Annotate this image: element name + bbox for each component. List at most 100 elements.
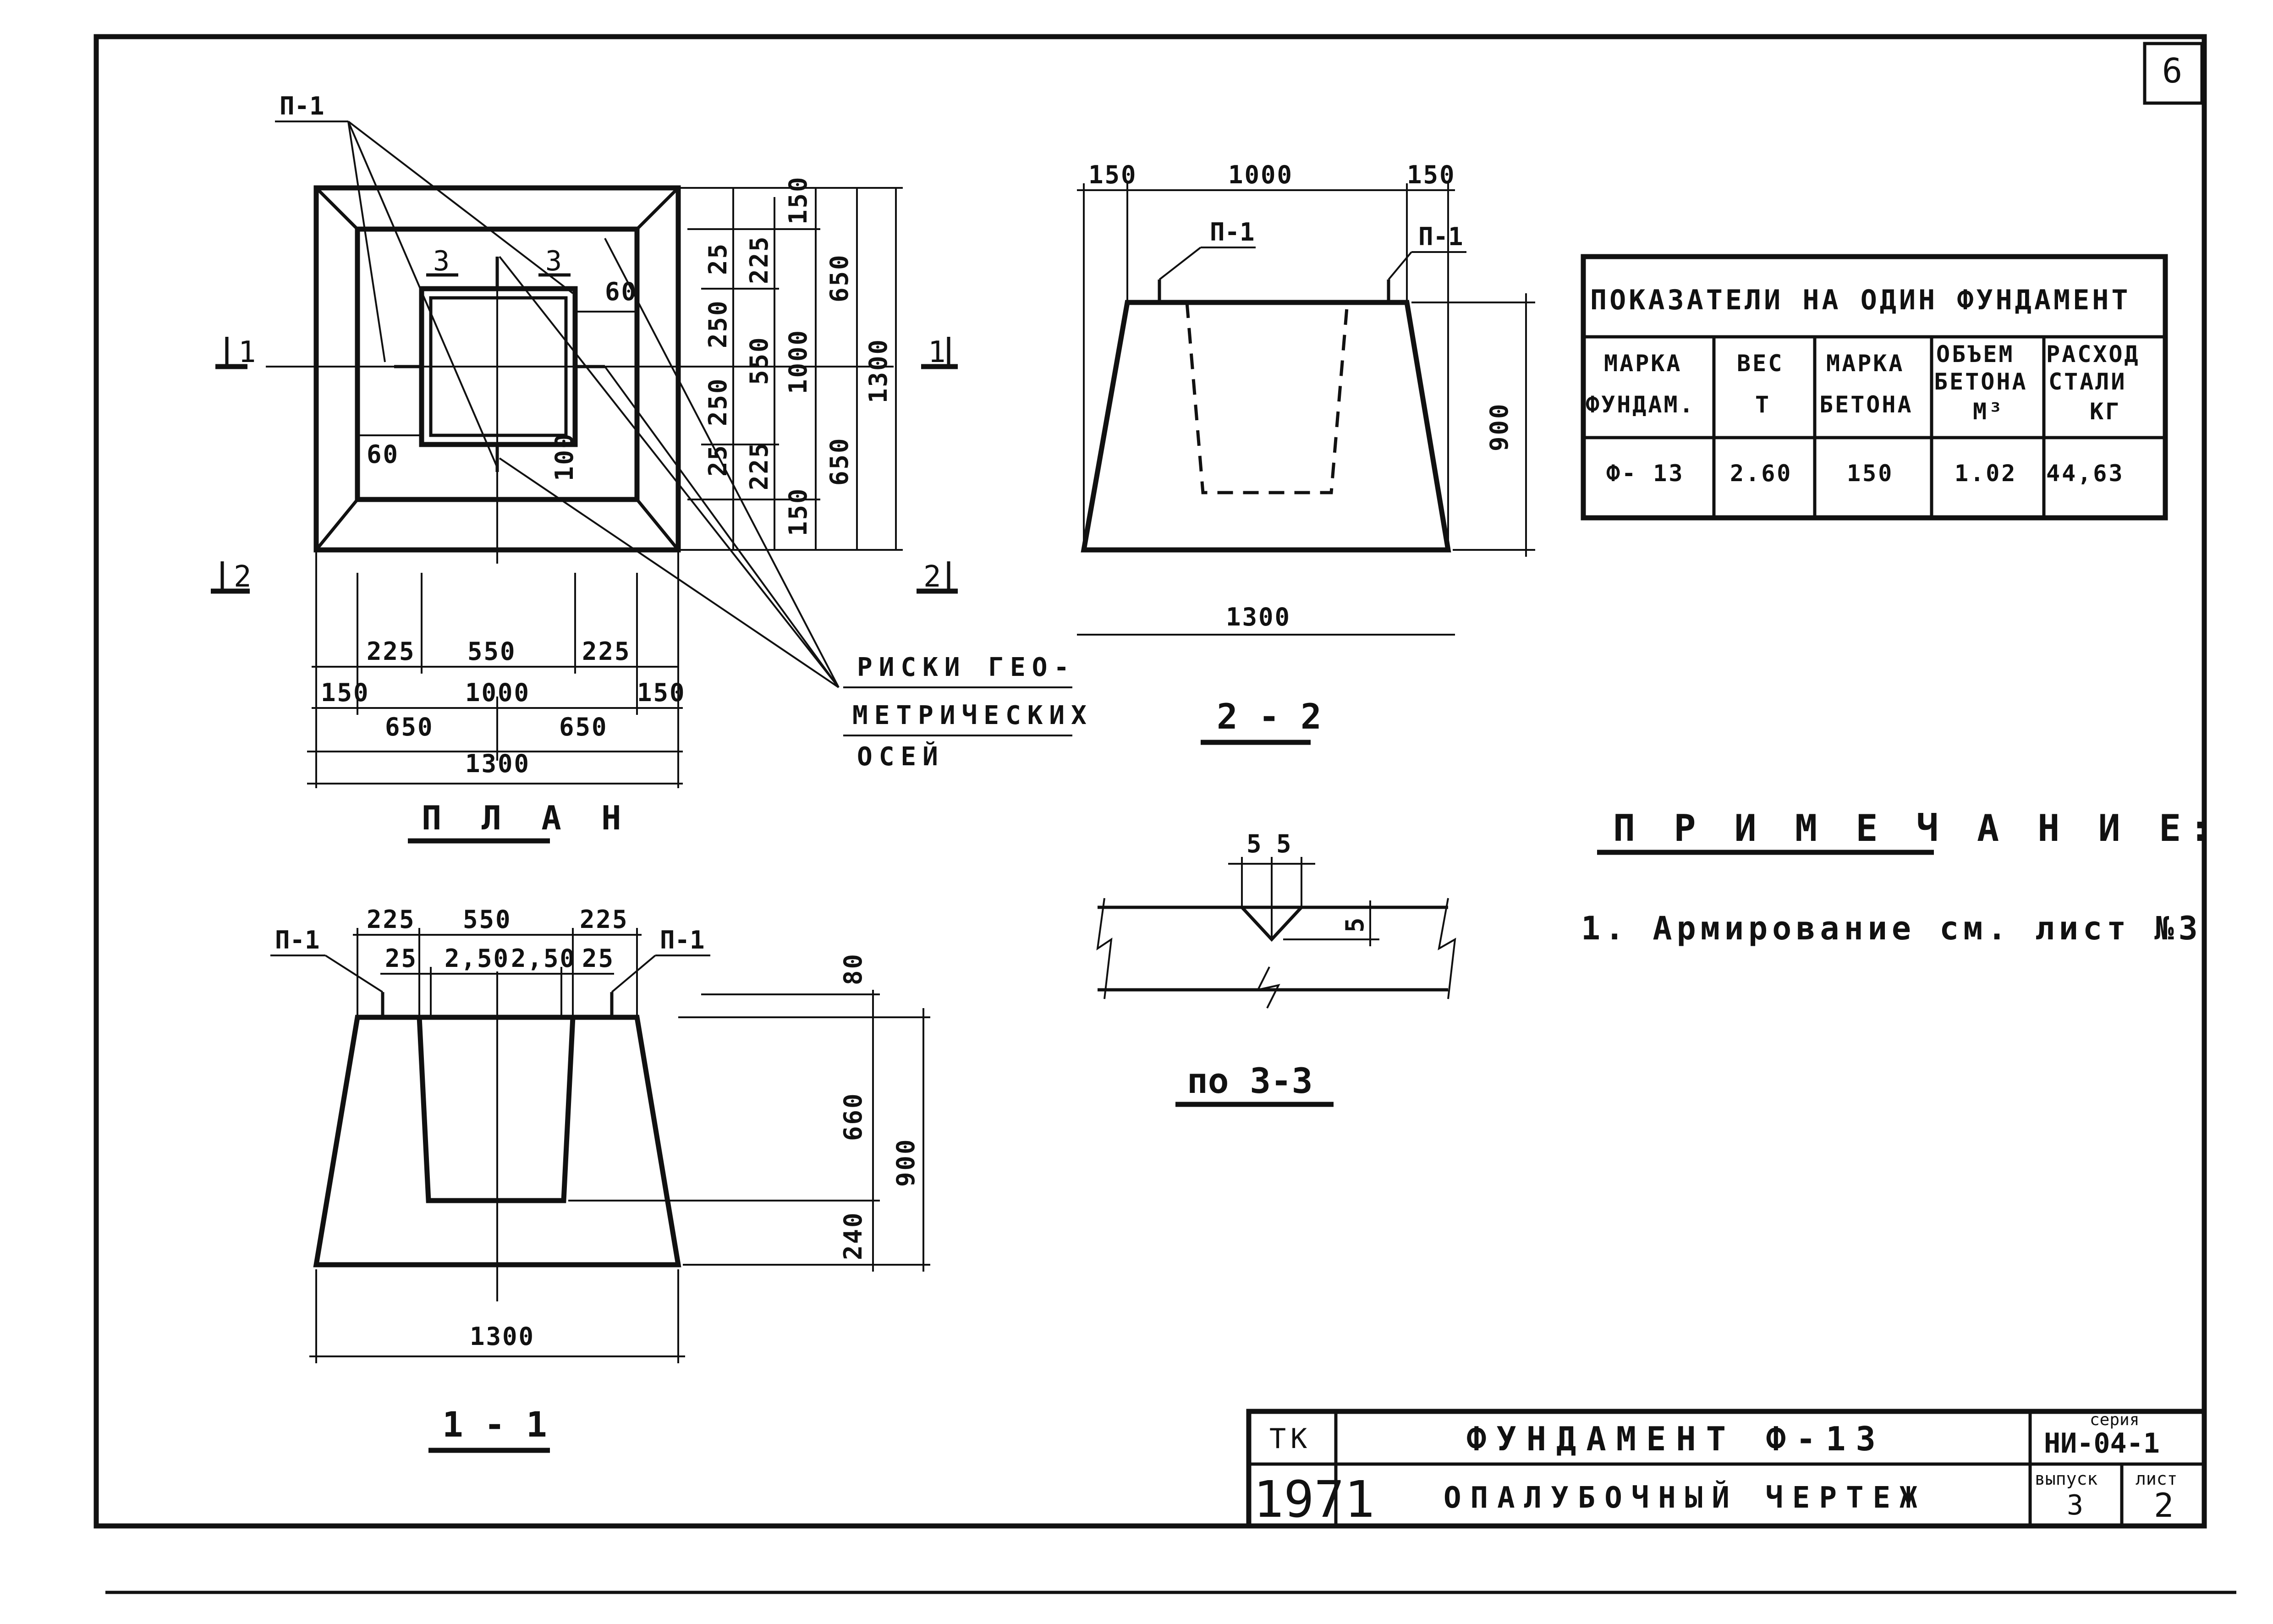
risks-note-line-3: ОСЕЙ [857,741,944,772]
section-1-1-dim-250-left: 2,50 [445,944,510,973]
risk-leader [604,238,840,688]
detail-break-left [1096,898,1113,999]
section-1-1-callout-left: П-1 [275,926,320,955]
plan-dim-225-left: 225 [367,637,416,666]
sheet-number: 6 [2162,51,2183,91]
plan-dim-650-left: 650 [385,713,434,741]
plan-dim-1000-v: 1000 [784,329,813,394]
header-volume-2: БЕТОНА [1934,368,2028,395]
title-block-drawing: ОПАЛУБОЧНЫЙ ЧЕРТЕЖ [1444,1480,1927,1515]
section-2-2-cup-hidden [1185,302,1349,494]
header-concrete-grade-2: БЕТОНА [1819,391,1913,418]
section-1-1-dim-550: 550 [463,905,512,934]
section-2-2-view: П-1 П-1 150 1000 150 900 1300 2 - 2 [1077,160,1535,745]
plan-dim-150-left: 150 [321,678,370,707]
header-mark-1: МАРКА [1604,350,1682,377]
risks-note-line-1: РИСКИ ГЕО- [857,653,1076,682]
plan-corner-line [636,187,680,230]
section-2-2-dim-900: 900 [1485,402,1514,451]
callout-leader [611,955,656,993]
title-block-series: НИ-04-1 [2044,1427,2160,1459]
title-block-issue: 3 [2067,1489,2083,1521]
section-2-2-title: 2 - 2 [1217,696,1322,737]
sheet-number-box [2143,42,2204,105]
title-block-series-label: серия [2090,1410,2139,1429]
header-mark-2: ФУНДАМ. [1586,391,1695,418]
header-volume-1: ОБЪЕМ [1936,341,2015,368]
plan-dim-150-top: 150 [784,176,813,225]
callout-leader [1388,251,1412,280]
cell-steel: 44,63 [2046,460,2125,487]
plan-dim-550: 550 [467,637,516,666]
cell-mark: Ф- 13 [1606,460,1685,487]
title-block-issue-label: выпуск [2035,1469,2097,1489]
header-concrete-grade-1: МАРКА [1826,350,1905,377]
section-2-2-callout-left: П-1 [1210,218,1255,247]
cell-weight: 2.60 [1730,460,1792,487]
title-block-sheet-label: лист [2136,1469,2178,1489]
detail-3-3-view: 5 5 5 по 3-3 [1096,829,1456,1107]
section-1-1-dim-660: 660 [839,1092,867,1141]
note-item: 1. Армирование см. лист №3 [1581,910,2202,947]
plan-corner-line [636,498,680,551]
plan-corner-line [315,187,359,230]
section-1-1-dim-900: 900 [891,1138,920,1187]
risk-leader [604,366,840,688]
note-heading: П Р И М Е Ч А Н И Е: [1613,807,2219,850]
section-1-1-dim-25-left: 25 [385,944,417,973]
header-steel-2: СТАЛИ [2048,368,2127,395]
section-1-1-dim-240: 240 [839,1211,867,1260]
plan-dim-650-v-top: 650 [825,253,854,302]
section-1-1-dim-225-right: 225 [580,905,629,934]
section-1-1-title: 1 - 1 [442,1404,547,1445]
plan-dim-225-b: 225 [745,441,774,490]
section-1-label-left: 1 [238,335,256,369]
section-1-1-dim-25-right: 25 [582,944,615,973]
section-1-1-dim-250-right: 2,50 [511,944,576,973]
plan-callout-p1: П-1 [280,92,324,121]
section-2-label-right: 2 [923,560,941,594]
table-title: ПОКАЗАТЕЛИ НА ОДИН ФУНДАМЕНТ [1590,284,2130,316]
detail-dim-5-v: 5 [1340,916,1369,933]
plan-dim-650-v-bot: 650 [825,437,854,486]
risks-note-line-2: МЕТРИЧЕСКИХ [852,701,1093,730]
section-2-2-dim-150-right: 150 [1407,160,1456,189]
section-1-1-callout-right: П-1 [660,926,705,955]
header-steel-1: РАСХОД [2046,341,2140,368]
callout-leader [324,955,384,993]
title-block-org: ТК [1269,1423,1312,1455]
section-1-label-right: 1 [928,335,946,369]
section-1-1-view: П-1 П-1 225 550 225 25 2,50 2,50 25 80 6… [270,905,930,1453]
plan-corner-line [315,498,359,551]
plan-dim-550-v: 550 [745,336,774,385]
plan-dim-60-top: 60 [605,277,637,306]
plan-view: 1 1 2 2 3 3 П-1 РИСКИ ГЕО- МЕТРИЧЕСКИХ О… [211,92,1093,844]
sheet-frame [93,34,2207,1529]
plan-dim-1300-v: 1300 [864,338,893,403]
section-2-2-outline [1081,300,1451,553]
header-weight-2: Т [1755,391,1771,418]
detail-3-3-title: по 3-3 [1187,1060,1313,1101]
section-2-label-left: 2 [234,560,252,594]
section-2-2-dim-1000: 1000 [1228,160,1293,189]
section-1-1-dim-1300: 1300 [470,1322,535,1351]
header-volume-3: М³ [1973,398,2004,425]
section-1-1-dim-225-left: 225 [367,905,416,934]
plan-title: П Л А Н [422,799,631,837]
callout-leader [347,121,498,468]
section-2-2-dim-1300: 1300 [1226,603,1291,631]
table-border [1581,254,2168,521]
indicators-table: ПОКАЗАТЕЛИ НА ОДИН ФУНДАМЕНТ МАРКА ФУНДА… [1581,254,2168,521]
plan-dim-1300: 1300 [465,749,530,778]
risk-leader [499,256,840,688]
plan-dim-250-v2: 250 [703,377,732,426]
header-steel-3: КГ [2090,398,2121,425]
risk-leader [499,457,840,688]
callout-leader [1158,247,1202,280]
title-block-border [1246,1409,2207,1529]
cell-volume: 1.02 [1955,460,2017,487]
plan-dim-100: 100 [550,432,579,481]
cell-concrete-grade: 150 [1847,460,1894,487]
section-2-2-callout-right: П-1 [1418,222,1463,251]
plan-dim-225-v: 225 [745,235,774,284]
